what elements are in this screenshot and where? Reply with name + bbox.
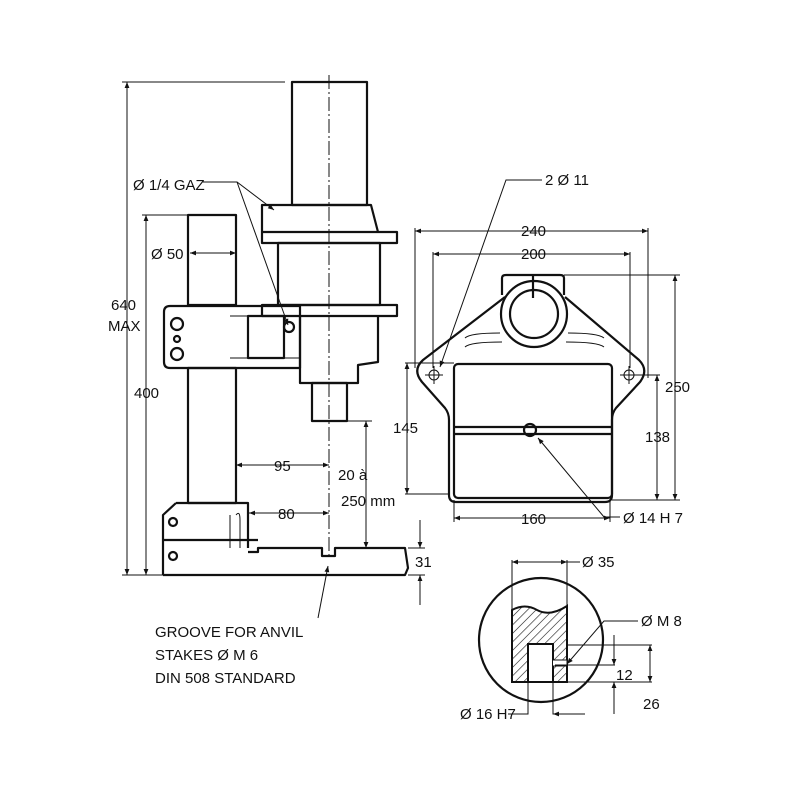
lower-flange — [260, 303, 399, 318]
arm-slot — [246, 314, 286, 360]
throat-80-label: 80 — [278, 506, 295, 523]
punch-detail: Ø 35 Ø M 8 12 26 Ø 16 H7 — [460, 554, 682, 723]
press-body — [298, 316, 380, 385]
thread-label: Ø M 8 — [641, 613, 682, 630]
mount-holes-label: 2 Ø 11 — [545, 172, 589, 189]
column-height-label: 400 — [134, 385, 159, 402]
dim-240-label: 240 — [521, 223, 546, 240]
air-port-icon — [282, 320, 296, 334]
dim-145-label: 145 — [393, 420, 418, 437]
base-plate-outline — [416, 296, 646, 504]
stroke-label-line2: 250 mm — [341, 493, 395, 510]
clamp-arm — [162, 304, 302, 370]
dim-12-label: 12 — [616, 667, 633, 684]
dim-26-label: 26 — [643, 696, 660, 713]
dim-138-label: 138 — [645, 429, 670, 446]
groove-note-line2: STAKES Ø M 6 — [155, 647, 258, 664]
center-hole-label: Ø 14 H 7 — [623, 510, 683, 527]
base-plate — [163, 546, 410, 577]
worktable — [452, 362, 614, 500]
detail-circle — [477, 576, 605, 704]
column-boss — [499, 279, 569, 349]
column-lower — [186, 366, 238, 505]
dim-35-label: Ø 35 — [582, 554, 615, 571]
overall-height-note: MAX — [108, 318, 141, 335]
top-view: 2 Ø 11 240 200 250 138 145 160 Ø 14 H 7 — [393, 172, 690, 528]
clamp-pin-icon — [172, 334, 182, 344]
dim-200-label: 200 — [521, 246, 546, 263]
upper-flange — [260, 203, 380, 233]
column-bore — [508, 288, 560, 340]
base-height-label: 31 — [415, 554, 432, 571]
column-upper — [186, 213, 238, 307]
side-view: Ø 1/4 GAZ Ø 50 640 MAX 400 95 80 20 à 25… — [108, 75, 432, 687]
column-diameter-label: Ø 50 — [151, 246, 184, 263]
punch — [310, 381, 349, 423]
air-port-label: Ø 1/4 GAZ — [133, 177, 205, 194]
base-block — [161, 501, 250, 575]
dim-250-label: 250 — [665, 379, 690, 396]
groove-note-line1: GROOVE FOR ANVIL — [155, 624, 303, 641]
throat-95-label: 95 — [274, 458, 291, 475]
clamp-bolt-icon — [169, 346, 185, 362]
bore-label: Ø 16 H7 — [460, 706, 516, 723]
groove-note-line3: DIN 508 STANDARD — [155, 670, 296, 687]
stroke-label-line1: 20 à — [338, 467, 368, 484]
center-hole-icon — [522, 422, 538, 438]
clamp-bolt-icon — [169, 316, 185, 332]
dim-160-label: 160 — [521, 511, 546, 528]
overall-height-label: 640 — [111, 297, 136, 314]
